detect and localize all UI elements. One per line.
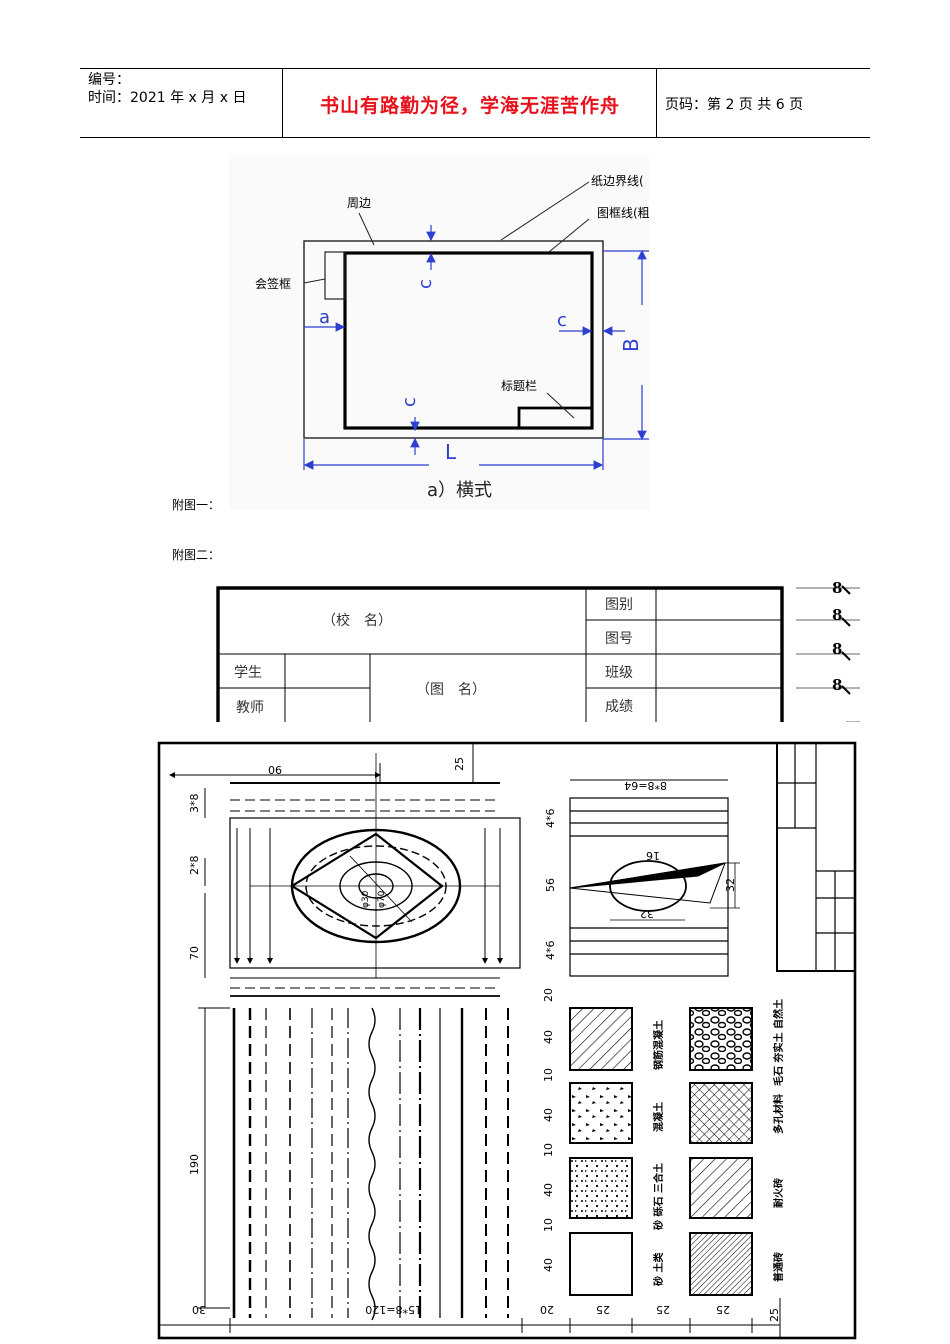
dim-4x6a: 4*6: [544, 809, 557, 829]
material-brick: 普通砖: [772, 1252, 785, 1282]
top-dims: [169, 743, 500, 784]
dim-hatch-10c: 10: [542, 1218, 555, 1232]
doc-date: 时间：2021 年 x 月 x 日: [88, 90, 247, 106]
dim-bottom-25c: 25: [716, 1303, 730, 1316]
left-dims: [198, 788, 230, 1309]
figure2-caption: 附图二：: [172, 548, 221, 562]
paper-border: [303, 240, 604, 439]
figure1-caption: 附图一：: [172, 498, 221, 512]
material-concrete: 混凝土: [652, 1102, 665, 1132]
label-class: 班级: [605, 665, 633, 681]
dim-32a: 32: [724, 878, 737, 892]
row-height-3: 8: [832, 640, 842, 658]
header-info: 编号： 时间：2021 年 x 月 x 日: [88, 71, 246, 107]
dim-hatch-20: 20: [542, 988, 555, 1002]
page-header: 编号： 时间：2021 年 x 月 x 日 书山有路勤为径，学海无涯苦作舟 页码…: [80, 68, 870, 138]
material-hatches: [569, 1007, 753, 1296]
material-sand: 砂 土类: [652, 1253, 665, 1287]
material-mix: 砂 砾石 三合土: [652, 1163, 665, 1231]
label-title-box: 标题栏: [501, 378, 537, 393]
label-grade: 成绩: [605, 699, 633, 715]
dim-top-90: 90: [268, 763, 282, 776]
material-gravel-soil: 毛石 夯实土 自然土: [772, 999, 785, 1086]
dim-B: B: [619, 338, 643, 352]
title-box: [517, 406, 592, 428]
dim-hatch-10b: 10: [542, 1143, 555, 1157]
dim-phi30: φ30: [361, 890, 371, 908]
row-height-4: 8: [832, 676, 842, 694]
header-divider: [282, 69, 283, 137]
figure3-line-type-drawing: 90 25 3*8 2*8 70 190 30 15*8=120 20 25 2…: [157, 741, 857, 1340]
dim-hatch-40a: 40: [542, 1030, 555, 1044]
doc-number-label: 编号：: [88, 72, 130, 88]
dim-16: 16: [646, 849, 660, 862]
dim-bottom-20: 20: [540, 1303, 554, 1316]
figure2-title-block: （校 名） （图 名） 图别 图号 班级 成绩 学生 教师 8 8 8 8: [216, 580, 860, 722]
dim-top-25: 25: [453, 757, 466, 771]
label-border-line: 纸边界线(: [591, 174, 644, 188]
bottom-dims: [160, 1298, 781, 1338]
compass-exercise: [569, 779, 740, 977]
dim-c-bottom: c: [399, 397, 420, 407]
dim-56: 56: [544, 878, 557, 892]
line-type-exercise: [232, 1007, 509, 1321]
label-teacher: 教师: [236, 700, 264, 716]
ellipse-exercise: [229, 753, 521, 997]
material-reinforced-concrete: 钢筋混凝土: [652, 1020, 665, 1070]
dim-right-25: 25: [768, 1308, 781, 1322]
dim-left-190: 190: [188, 1154, 201, 1175]
label-sign-box: 会签框: [255, 276, 291, 291]
header-motto: 书山有路勤为径，学海无涯苦作舟: [319, 95, 620, 117]
dim-left-2x8: 2*8: [188, 856, 201, 876]
dim-4x6b: 4*6: [544, 941, 557, 961]
dim-hatch-40c: 40: [542, 1183, 555, 1197]
dim-c-right: c: [557, 310, 567, 331]
dimension-lines: [303, 225, 649, 470]
dim-c-top: c: [415, 279, 436, 289]
sign-box: [324, 251, 346, 300]
label-frame-line: 图框线(粗: [597, 206, 649, 220]
drawing-name: （图 名）: [416, 682, 486, 698]
dim-bottom-25b: 25: [656, 1303, 670, 1316]
dim-left-3x8: 3*8: [188, 794, 201, 814]
dim-left-70: 70: [188, 946, 201, 960]
label-student: 学生: [234, 665, 262, 681]
school-name: （校 名）: [322, 612, 392, 629]
row-height-1: 8: [832, 580, 842, 597]
dim-bottom-30: 30: [192, 1303, 206, 1316]
dim-hatch-40b: 40: [542, 1108, 555, 1122]
frame-line: [343, 251, 594, 430]
dim-a: a: [319, 307, 330, 328]
dim-phi70: φ70: [377, 890, 387, 908]
label-margin: 周边: [347, 196, 371, 210]
dim-hatch-40d: 40: [542, 1258, 555, 1272]
label-number: 图号: [605, 631, 633, 647]
dim-8x8: 8*8=64: [624, 779, 667, 792]
dim-L: L: [445, 440, 457, 464]
header-divider: [656, 69, 657, 137]
dim-hatch-10a: 10: [542, 1068, 555, 1082]
title-block-grid: [776, 742, 856, 972]
material-porous: 多孔材料: [772, 1094, 785, 1134]
dim-bottom-15x8: 15*8=120: [365, 1303, 422, 1316]
material-refractory: 耐火砖: [772, 1178, 785, 1208]
figure1-drawing-frame-diagram: 周边 会签框 纸边界线( 图框线(粗 标题栏 a c c c B L a）横式: [229, 155, 649, 510]
dim-bottom-25a: 25: [596, 1303, 610, 1316]
page-counter: 页码：第 2 页 共 6 页: [665, 97, 804, 113]
figure1-subtitle: a）横式: [427, 480, 492, 501]
label-category: 图别: [605, 597, 633, 613]
dim-32b: 32: [640, 907, 654, 920]
row-height-2: 8: [832, 606, 842, 624]
